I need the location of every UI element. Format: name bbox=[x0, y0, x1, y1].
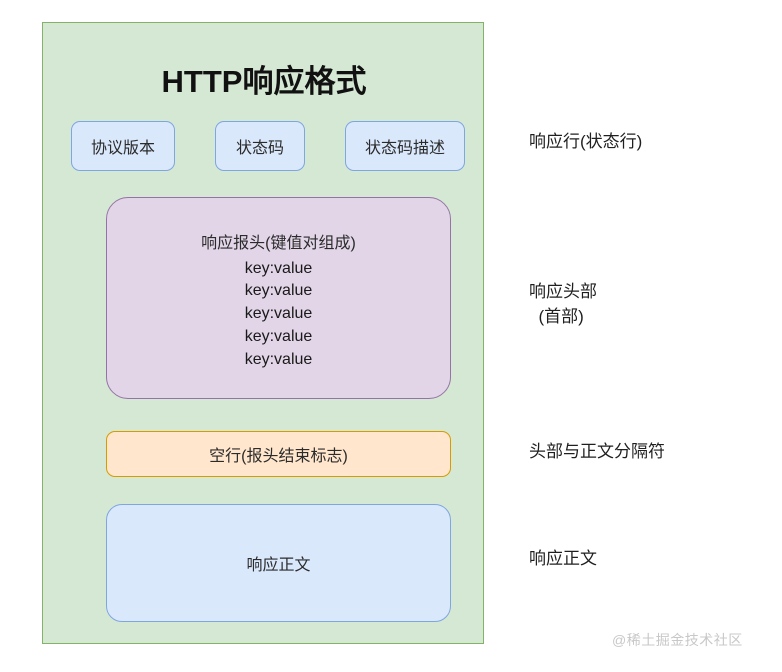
http-response-panel: HTTP响应格式 协议版本 状态码 状态码描述 响应报头(键值对组成) key:… bbox=[42, 22, 484, 644]
blank-line-label: 空行(报头结束标志) bbox=[209, 448, 348, 465]
response-header-block: 响应报头(键值对组成) key:value key:value key:valu… bbox=[106, 197, 451, 399]
response-body-block: 响应正文 bbox=[106, 504, 451, 622]
status-box-status-code: 状态码 bbox=[215, 121, 305, 171]
status-box-label: 状态码描述 bbox=[364, 140, 445, 157]
blank-line-block: 空行(报头结束标志) bbox=[106, 431, 451, 477]
key-value-list: key:value key:value key:value key:value … bbox=[245, 258, 313, 372]
response-body-label: 响应正文 bbox=[246, 557, 311, 574]
annotation-status-line: 响应行(状态行) bbox=[529, 132, 643, 151]
key-value-line: key:value bbox=[244, 282, 313, 300]
response-header-title: 响应报头(键值对组成) bbox=[201, 234, 356, 252]
status-box-label: 状态码 bbox=[235, 140, 284, 157]
status-box-status-text: 状态码描述 bbox=[345, 121, 465, 171]
annotation-response-header: 响应头部 (首部) bbox=[529, 282, 597, 326]
page-title: HTTP响应格式 bbox=[161, 64, 367, 99]
key-value-line: key:value bbox=[244, 259, 313, 277]
annotation-separator: 头部与正文分隔符 bbox=[529, 442, 665, 461]
key-value-line: key:value bbox=[244, 305, 313, 323]
watermark: @稀土掘金技术社区 bbox=[612, 632, 743, 648]
key-value-line: key:value bbox=[244, 350, 313, 368]
status-box-label: 协议版本 bbox=[90, 140, 155, 157]
annotation-response-body: 响应正文 bbox=[529, 549, 597, 568]
status-box-protocol-version: 协议版本 bbox=[71, 121, 175, 171]
status-line-row: 协议版本 状态码 状态码描述 bbox=[43, 121, 485, 173]
key-value-line: key:value bbox=[244, 327, 313, 345]
